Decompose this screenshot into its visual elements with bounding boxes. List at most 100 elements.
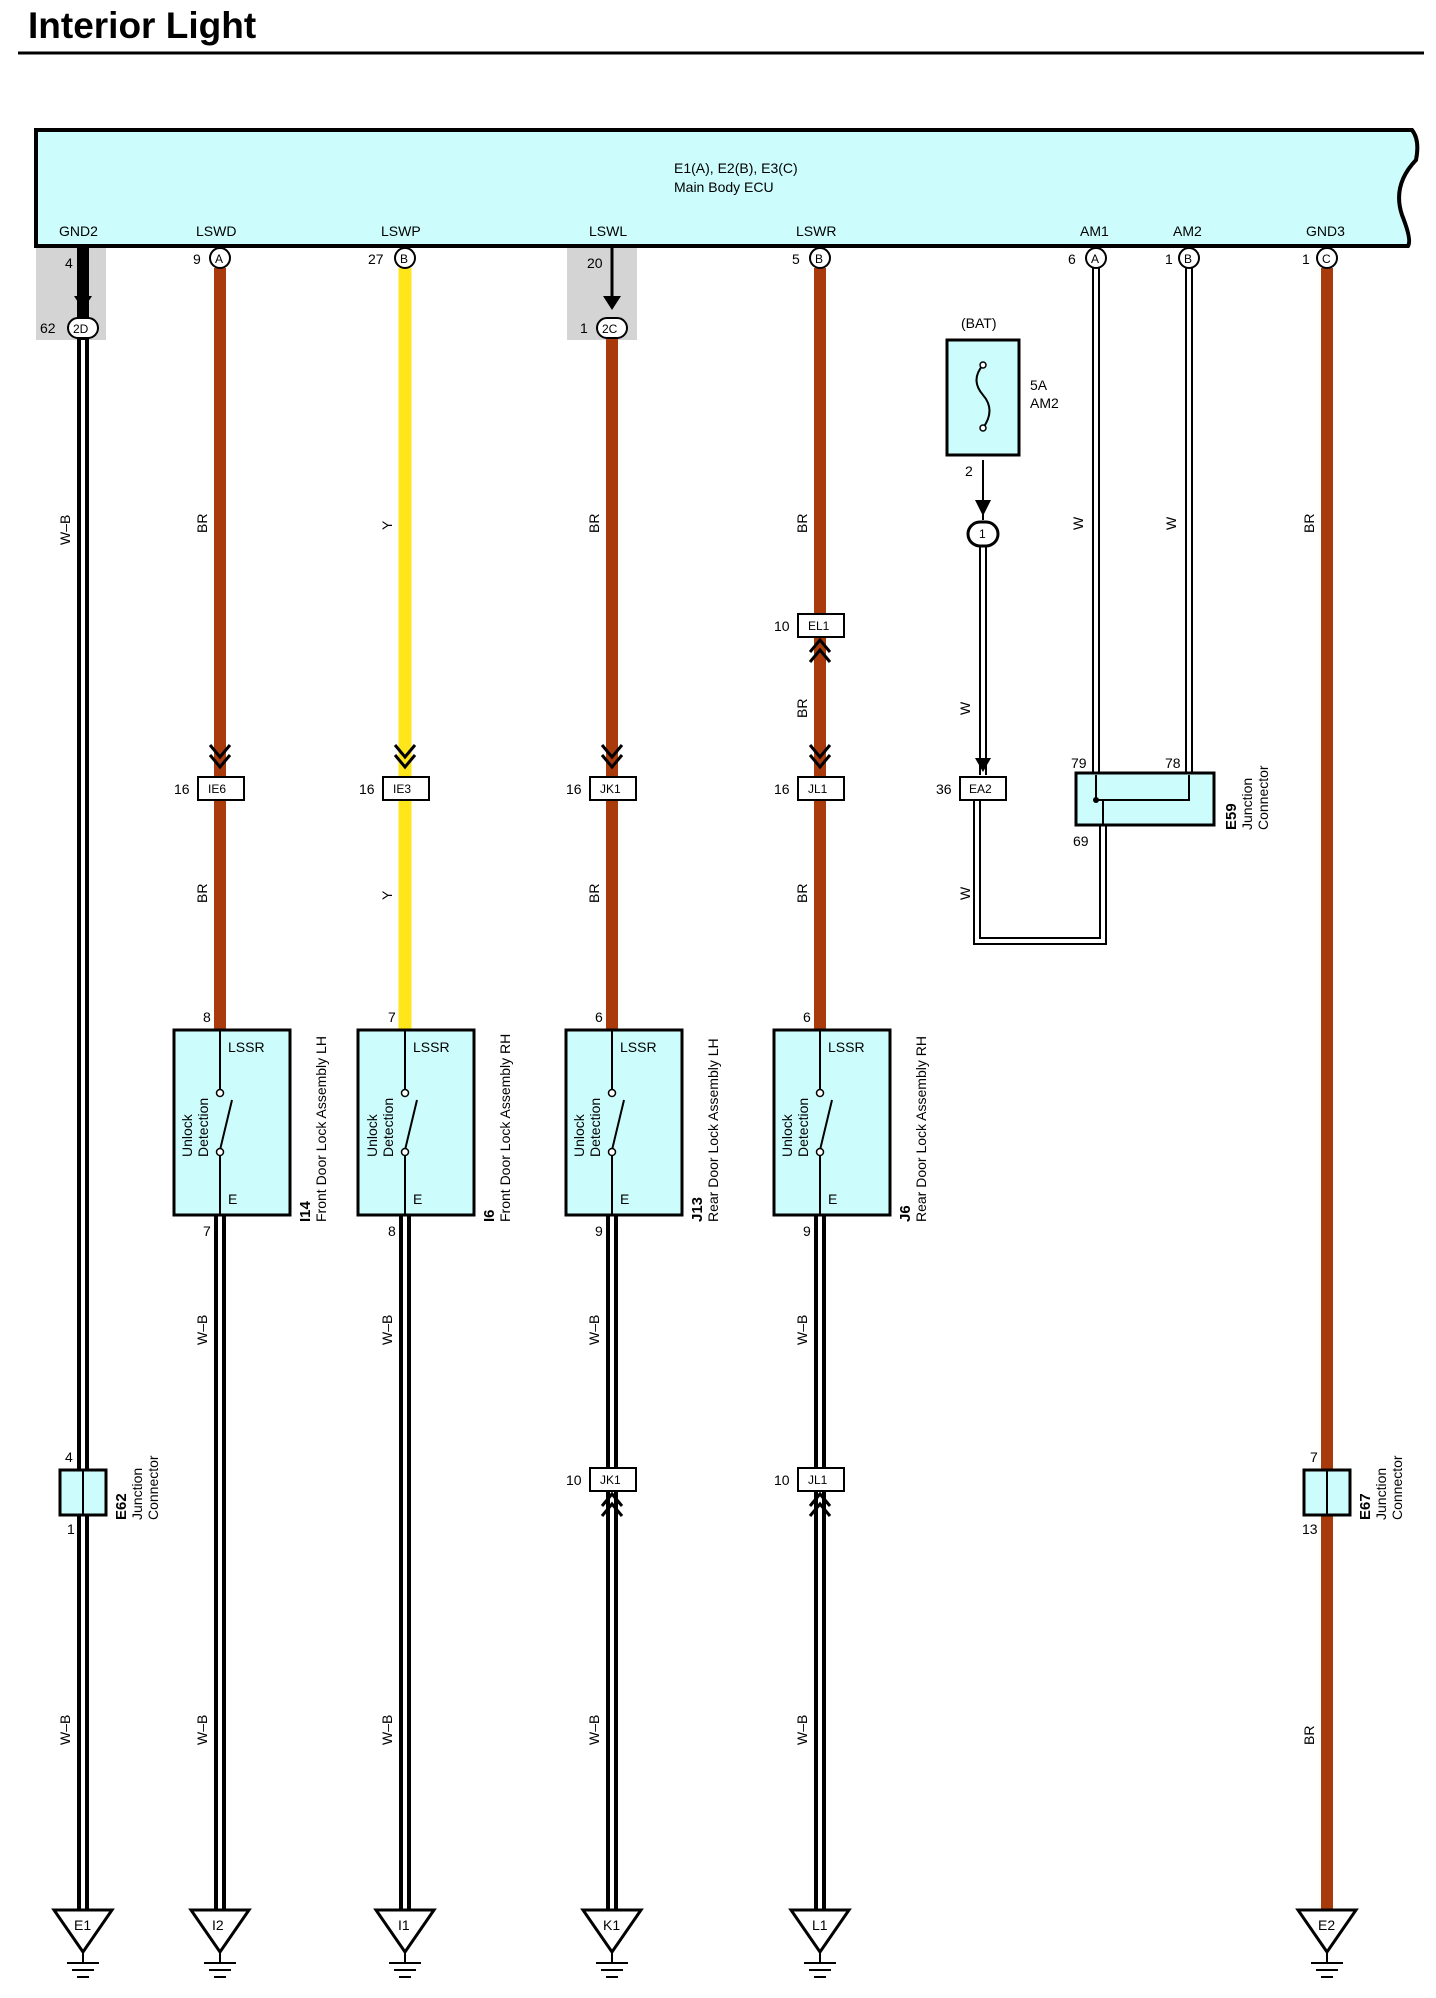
svg-text:9: 9 [595,1223,603,1239]
svg-text:JK1: JK1 [600,782,621,796]
svg-text:W–B: W–B [57,515,73,545]
door-lock-j13: 6 LSSR Unlock Detection E 9 J13 Rear Doo… [564,1009,721,1239]
svg-text:E62: E62 [113,1493,130,1520]
svg-text:E: E [228,1191,237,1207]
svg-text:B: B [1184,252,1192,266]
svg-text:5: 5 [792,251,800,267]
pin-lswl: 20 [587,255,603,271]
svg-text:I1: I1 [398,1917,410,1933]
svg-text:2: 2 [965,463,973,479]
svg-text:Front Door Lock Assembly RH: Front Door Lock Assembly RH [497,1034,513,1222]
svg-text:1: 1 [1302,251,1310,267]
svg-text:10: 10 [566,1472,582,1488]
svg-text:I2: I2 [212,1917,224,1933]
svg-text:16: 16 [174,781,190,797]
svg-text:EL1: EL1 [808,619,830,633]
svg-text:W–B: W–B [379,1315,395,1345]
terminal-name-lswl: LSWL [589,223,627,239]
svg-text:1: 1 [1165,251,1173,267]
inline-connector-jk1-bottom: 10 JK1 [566,1467,637,1517]
svg-text:W–B: W–B [794,1315,810,1345]
inline-connector-jl1-top: 16 JL1 [774,744,845,801]
svg-text:4: 4 [65,255,73,271]
svg-text:JL1: JL1 [808,782,828,796]
svg-text:Junction: Junction [1373,1468,1389,1520]
svg-text:13: 13 [1302,1521,1318,1537]
svg-text:16: 16 [359,781,375,797]
svg-text:Front Door Lock Assembly LH: Front Door Lock Assembly LH [313,1036,329,1222]
svg-text:6: 6 [595,1009,603,1025]
svg-text:69: 69 [1073,833,1089,849]
junction-e67: 7 13 E67 Junction Connector [1302,1449,1405,1537]
svg-text:Junction: Junction [1239,778,1255,830]
svg-text:16: 16 [774,781,790,797]
svg-text:1: 1 [979,527,986,541]
svg-text:27: 27 [368,251,384,267]
svg-text:4: 4 [65,1449,73,1465]
svg-text:W–B: W–B [379,1715,395,1745]
inline-connector-jl1-bottom: 10 JL1 [774,1467,845,1517]
main-body-ecu [34,128,1420,248]
svg-text:Unlock: Unlock [779,1113,795,1157]
terminal-name-gnd3: GND3 [1306,223,1345,239]
svg-text:E59: E59 [1223,803,1240,830]
svg-text:7: 7 [203,1223,211,1239]
svg-text:36: 36 [936,781,952,797]
svg-text:W: W [1163,516,1179,530]
svg-text:78: 78 [1165,755,1181,771]
svg-text:Y: Y [379,890,395,900]
ground-i1: I1 [373,1908,437,1978]
pin-am1: 6 A [1068,247,1107,269]
svg-text:A: A [215,252,223,266]
svg-text:W–B: W–B [194,1315,210,1345]
svg-text:Detection: Detection [380,1098,396,1157]
inline-connector-ie6: 16 IE6 [174,744,245,801]
ground-i2: I2 [188,1908,252,1978]
svg-text:W: W [957,701,973,715]
svg-text:LSSR: LSSR [413,1039,450,1055]
svg-text:Connector: Connector [1389,1455,1405,1520]
svg-text:W: W [957,886,973,900]
ground-l1: L1 [788,1908,852,1978]
pin-am2: 1 B [1165,247,1200,269]
svg-text:J13: J13 [689,1197,706,1222]
svg-text:16: 16 [566,781,582,797]
svg-text:Rear Door Lock Assembly LH: Rear Door Lock Assembly LH [705,1038,721,1222]
svg-text:BR: BR [1301,514,1317,533]
wire-e59-ea2-w [973,800,1107,945]
terminal-name-am2: AM2 [1173,223,1202,239]
pin-gnd2: 4 [65,255,73,271]
svg-text:B: B [400,252,408,266]
svg-text:J6: J6 [897,1205,914,1222]
svg-text:6: 6 [803,1009,811,1025]
svg-text:BR: BR [586,884,602,903]
svg-text:A: A [1091,252,1099,266]
svg-text:6: 6 [1068,251,1076,267]
svg-text:1: 1 [580,320,588,336]
svg-text:Connector: Connector [1255,765,1271,830]
svg-text:BR: BR [194,884,210,903]
terminal-name-lswr: LSWR [796,223,836,239]
svg-text:LSSR: LSSR [828,1039,865,1055]
pin-lswp: 27 B [368,247,416,269]
svg-text:Detection: Detection [195,1098,211,1157]
svg-text:IE3: IE3 [393,782,411,796]
svg-text:2C: 2C [602,322,618,336]
svg-text:1: 1 [67,1521,75,1537]
svg-text:(BAT): (BAT) [961,315,997,331]
svg-text:I14: I14 [297,1200,314,1222]
svg-text:JK1: JK1 [600,1473,621,1487]
svg-text:20: 20 [587,255,603,271]
svg-text:7: 7 [1310,1449,1318,1465]
inline-connector-ie3: 16 IE3 [359,744,430,801]
fuse-am2: (BAT) 5A AM2 2 1 [945,315,1059,548]
svg-text:Rear Door Lock Assembly RH: Rear Door Lock Assembly RH [913,1036,929,1222]
svg-text:Detection: Detection [795,1098,811,1157]
svg-text:AM2: AM2 [1030,395,1059,411]
svg-text:E2: E2 [1318,1917,1335,1933]
svg-text:W–B: W–B [57,1715,73,1745]
svg-text:BR: BR [794,514,810,533]
svg-text:K1: K1 [603,1917,620,1933]
svg-text:Unlock: Unlock [364,1113,380,1157]
